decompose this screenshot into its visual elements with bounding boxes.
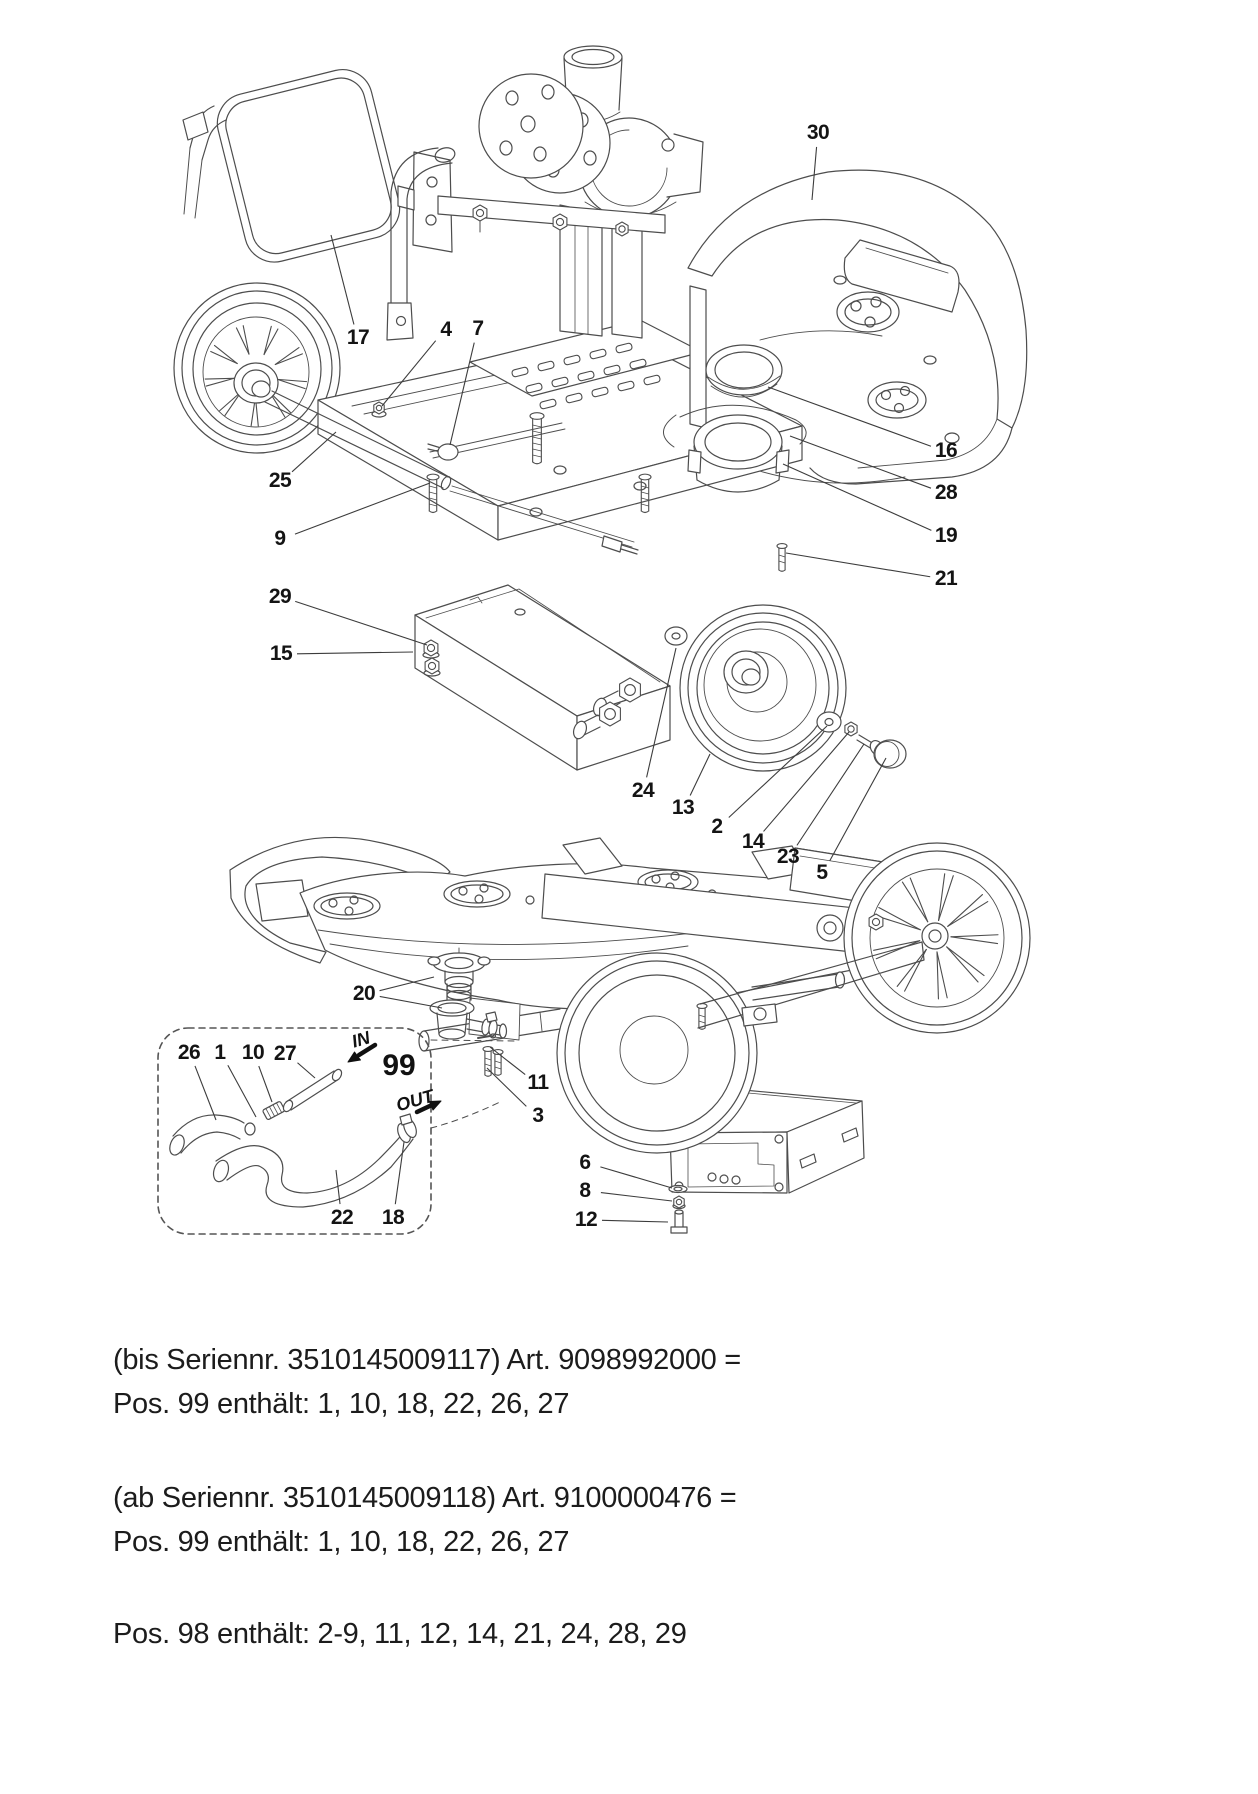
callout-label-17: 17 (346, 326, 370, 349)
callout-label-27: 27 (273, 1042, 297, 1065)
shroud-cover-art (687, 169, 1028, 485)
callout-label-11: 11 (527, 1071, 549, 1094)
callout-label-5: 5 (816, 861, 828, 884)
callout-label-12: 12 (574, 1208, 598, 1231)
left-wheel-hub-art (233, 362, 452, 491)
inset-box-art (157, 1027, 517, 1235)
note-line: (bis Seriennr. 3510145009117) Art. 90989… (113, 1344, 741, 1376)
mount-plates-art (437, 73, 666, 241)
column-bracket-art (397, 151, 707, 429)
callout-label-16: 16 (934, 439, 958, 462)
callout-label-15: 15 (269, 642, 293, 665)
callout-label-2: 2 (711, 815, 723, 838)
small-fasteners-art (371, 410, 639, 555)
notes: (bis Seriennr. 3510145009117) Art. 90989… (113, 1338, 1093, 1656)
drain-valve-art (427, 947, 508, 1040)
fitting-10-27-art (262, 1068, 343, 1121)
note-line: Pos. 99 enthält: 1, 10, 18, 22, 26, 27 (113, 1526, 570, 1558)
hose-26-art (169, 1114, 256, 1156)
screws-11-3-art (477, 1033, 497, 1039)
hose-22-art (212, 1130, 414, 1208)
leader-lines (194, 146, 932, 1223)
deck-bumper-art (229, 836, 451, 964)
callout-label-19: 19 (934, 524, 958, 547)
callout-label-26: 26 (177, 1041, 201, 1064)
callout-label-25: 25 (268, 469, 292, 492)
bracket-box-art (414, 584, 671, 771)
callout-label-22: 22 (330, 1206, 354, 1229)
callout-label-7: 7 (472, 317, 484, 340)
callout-label-3: 3 (532, 1104, 544, 1127)
callout-label-10: 10 (241, 1041, 265, 1064)
callout-label-8: 8 (579, 1179, 591, 1202)
callout-label-9: 9 (274, 527, 286, 550)
hose-clamp-18-art (397, 1113, 417, 1144)
note-line: (ab Seriennr. 3510145009118) Art. 910000… (113, 1482, 737, 1514)
suction-cuffs-art (663, 344, 807, 493)
lower-center-wheel-art (556, 952, 758, 1154)
callout-label-24: 24 (631, 779, 655, 802)
out-arrow-icon (414, 1100, 442, 1115)
callout-label-29: 29 (268, 585, 292, 608)
callout-label-14: 14 (741, 830, 765, 853)
inset-group-number: 99 (382, 1049, 416, 1082)
lower-frame-arms-art (697, 922, 949, 1029)
in-arrow-icon (347, 1042, 378, 1063)
note-line: Pos. 99 enthält: 1, 10, 18, 22, 26, 27 (113, 1388, 570, 1420)
callout-label-30: 30 (806, 121, 830, 144)
callout-label-28: 28 (934, 481, 958, 504)
callout-label-21: 21 (934, 567, 958, 590)
callout-label-13: 13 (671, 796, 695, 819)
rear-wheel-art (664, 604, 907, 772)
handle-tube-art (386, 147, 456, 341)
callout-label-1: 1 (214, 1041, 226, 1064)
note-line: Pos. 98 enthält: 2-9, 11, 12, 14, 21, 24… (113, 1618, 687, 1650)
callout-label-20: 20 (352, 982, 376, 1005)
callout-label-23: 23 (776, 845, 800, 868)
callout-label-6: 6 (579, 1151, 591, 1174)
callout-label-18: 18 (381, 1206, 405, 1229)
callout-label-4: 4 (440, 318, 452, 341)
pad-art (182, 69, 401, 263)
